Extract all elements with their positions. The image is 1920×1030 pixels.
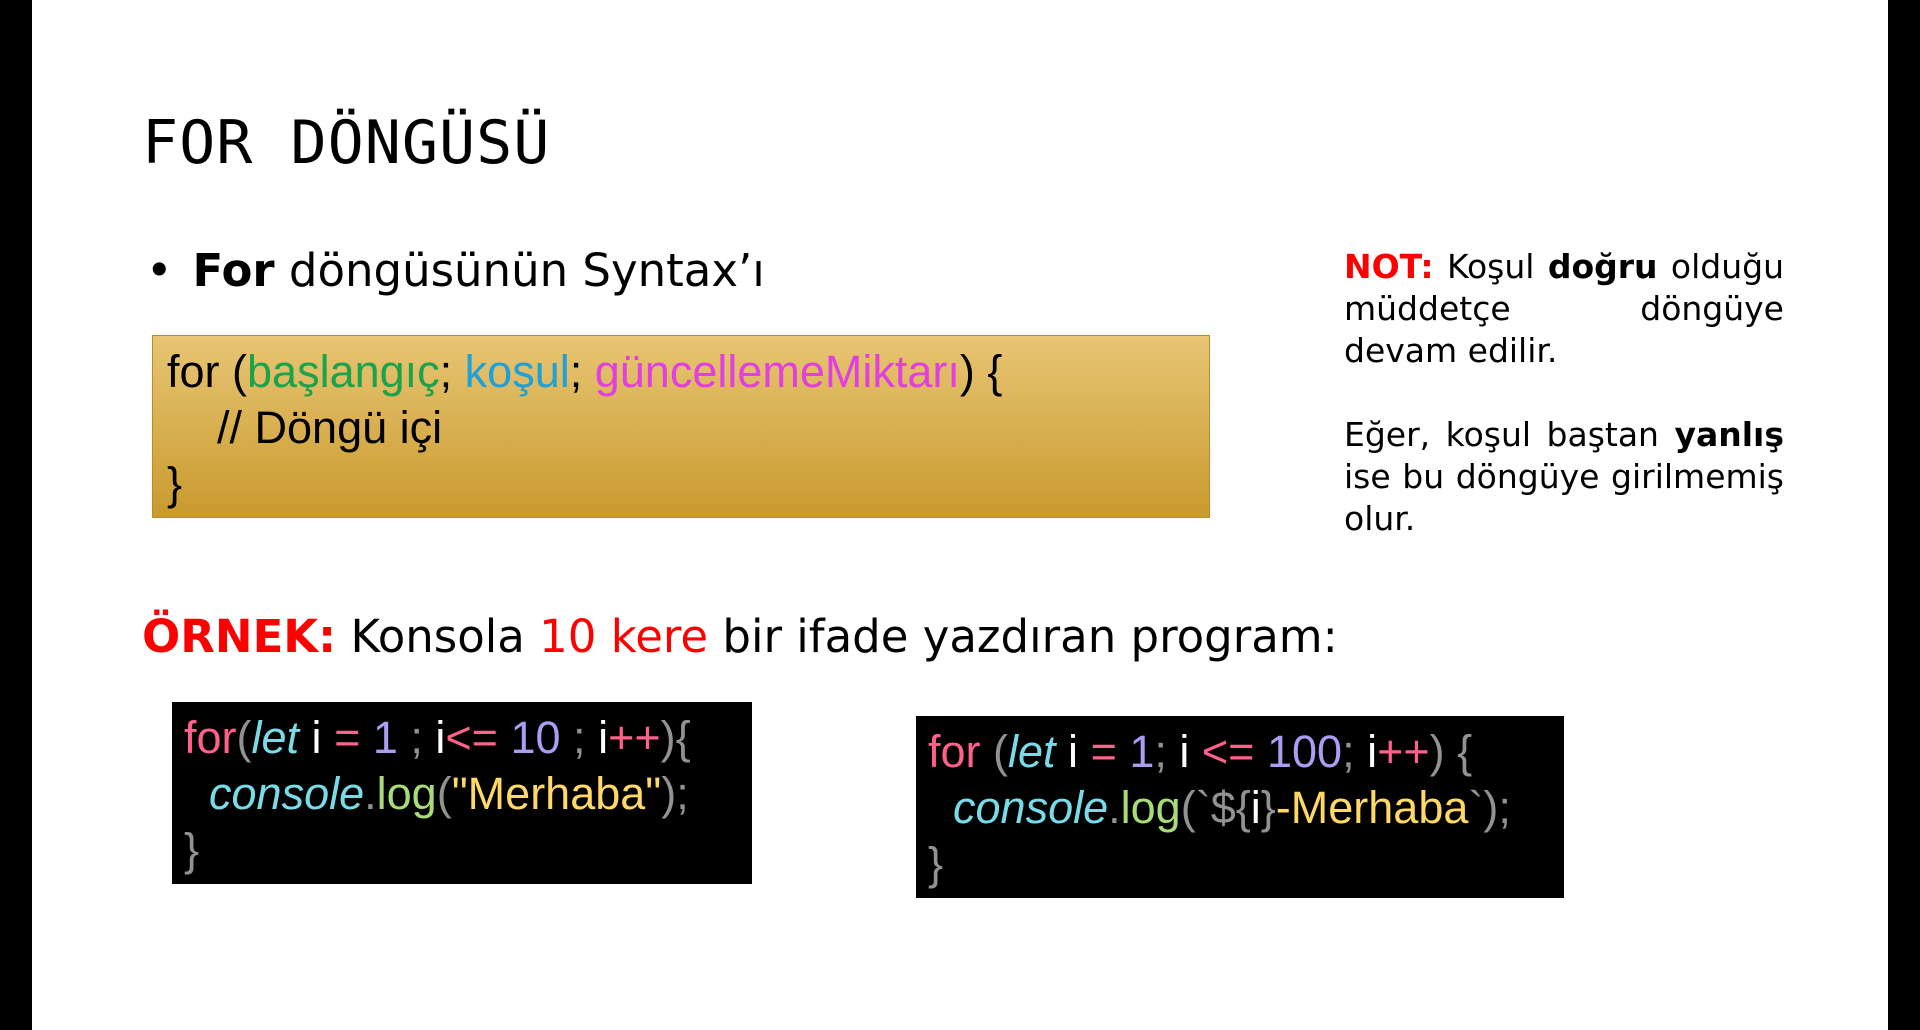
code-token: 1 (372, 712, 398, 763)
code-token: ( (236, 712, 252, 763)
code-token: ( (980, 726, 1009, 777)
code1-line-1: for(let i = 1 ; i<= 10 ; i++){ (184, 712, 691, 763)
example-heading: ÖRNEK: Konsola 10 kere bir ifade yazdıra… (142, 610, 1338, 663)
code2-line-2: console.log(`${i}-Merhaba`); (928, 782, 1511, 833)
code-token: ++ (608, 712, 661, 763)
bullet-bold: For (192, 244, 275, 297)
code-token: (` (1180, 782, 1211, 833)
code-token: <= (1201, 726, 1255, 777)
code-token (184, 768, 209, 819)
syntax-cond: koşul (464, 346, 570, 397)
code-token: 100 (1266, 726, 1343, 777)
code-token: i (598, 712, 609, 763)
code-token: for (184, 712, 237, 763)
syntax-sep: ; (439, 346, 465, 397)
note-bold: doğru (1547, 247, 1658, 286)
code-token: "Merhaba" (451, 768, 662, 819)
note-text: ise bu döngüye girilmemiş olur. (1344, 457, 1784, 538)
code-token: . (1108, 782, 1121, 833)
code1-line-3: } (184, 824, 200, 875)
bullet-text: döngüsünün Syntax’ı (274, 244, 765, 297)
syntax-line-3: } (167, 458, 183, 509)
code-token: } (1260, 782, 1276, 833)
syntax-keyword: for ( (167, 346, 248, 397)
code-token: let (251, 712, 300, 763)
note-text: Koşul (1433, 247, 1548, 286)
syntax-update: güncellemeMiktarı (594, 346, 960, 397)
note-paragraph-2: Eğer, koşul baştan yanlış ise bu döngüye… (1344, 414, 1784, 540)
syntax-line-2: // Döngü içi (167, 402, 443, 453)
syntax-box: for (başlangıç; koşul; güncellemeMiktarı… (152, 335, 1210, 518)
code-token: ); (661, 768, 689, 819)
code2-line-3: } (928, 838, 944, 889)
note-bold: yanlış (1674, 415, 1784, 454)
bullet-dot-icon: • (146, 244, 173, 297)
code-token (928, 782, 953, 833)
code-block-1: for(let i = 1 ; i<= 10 ; i++){ console.l… (172, 702, 752, 884)
code-token (1117, 726, 1130, 777)
syntax-init: başlangıç (247, 346, 440, 397)
code-token: ; (1154, 726, 1180, 777)
code-token: ; (560, 712, 599, 763)
bullet-line: • For döngüsünün Syntax’ı (146, 244, 765, 297)
syntax-sep: ; (569, 346, 595, 397)
code-token: ++ (1377, 726, 1430, 777)
code-token: ; (1342, 726, 1368, 777)
code-token: i (1250, 782, 1261, 833)
example-highlight: 10 kere (539, 610, 709, 663)
code-token: let (1008, 726, 1056, 777)
note-label: NOT: (1344, 247, 1434, 286)
code2-line-1: for (let i = 1; i <= 100; i++) { (928, 726, 1472, 777)
code-token: ){ (660, 712, 691, 763)
code-token (1254, 726, 1267, 777)
code-token: . (364, 768, 377, 819)
code-token: 10 (510, 712, 561, 763)
code-token (360, 712, 373, 763)
code-token: for (928, 726, 981, 777)
code-token: i (435, 712, 446, 763)
code-token: ) { (1429, 726, 1473, 777)
note-text: Eğer, koşul baştan (1344, 415, 1675, 454)
code-token: console (209, 768, 365, 819)
code1-line-2: console.log("Merhaba"); (184, 768, 689, 819)
example-label: ÖRNEK: (142, 610, 337, 663)
note-paragraph-1: NOT: Koşul doğru olduğu müddetçe döngüye… (1344, 246, 1784, 372)
example-text: bir ifade yazdıran program: (708, 610, 1338, 663)
code-token: -Merhaba (1275, 782, 1469, 833)
syntax-line-1: for (başlangıç; koşul; güncellemeMiktarı… (167, 346, 1002, 397)
code-token: `); (1468, 782, 1511, 833)
note-text: olduğu müddetçe döngüye devam edilir. (1344, 247, 1784, 370)
slide-title: FOR DÖNGÜSÜ (142, 108, 551, 178)
code-block-2: for (let i = 1; i <= 100; i++) { console… (916, 716, 1564, 898)
syntax-end: ) { (959, 346, 1003, 397)
code-token: console (953, 782, 1109, 833)
example-text: Konsola (336, 610, 540, 663)
code-token: i (299, 712, 335, 763)
code-token: <= (445, 712, 498, 763)
code-token: ; (397, 712, 436, 763)
code-token: i (1179, 726, 1202, 777)
code-token: log (1120, 782, 1181, 833)
code-token: = (334, 712, 361, 763)
code-token: log (376, 768, 437, 819)
code-token: i (1367, 726, 1378, 777)
code-token: i (1055, 726, 1091, 777)
code-token: ${ (1210, 782, 1251, 833)
note-panel: NOT: Koşul doğru olduğu müddetçe döngüye… (1344, 246, 1784, 582)
code-token: ( (436, 768, 452, 819)
code-token: 1 (1129, 726, 1155, 777)
code-token: = (1090, 726, 1117, 777)
code-token (498, 712, 511, 763)
